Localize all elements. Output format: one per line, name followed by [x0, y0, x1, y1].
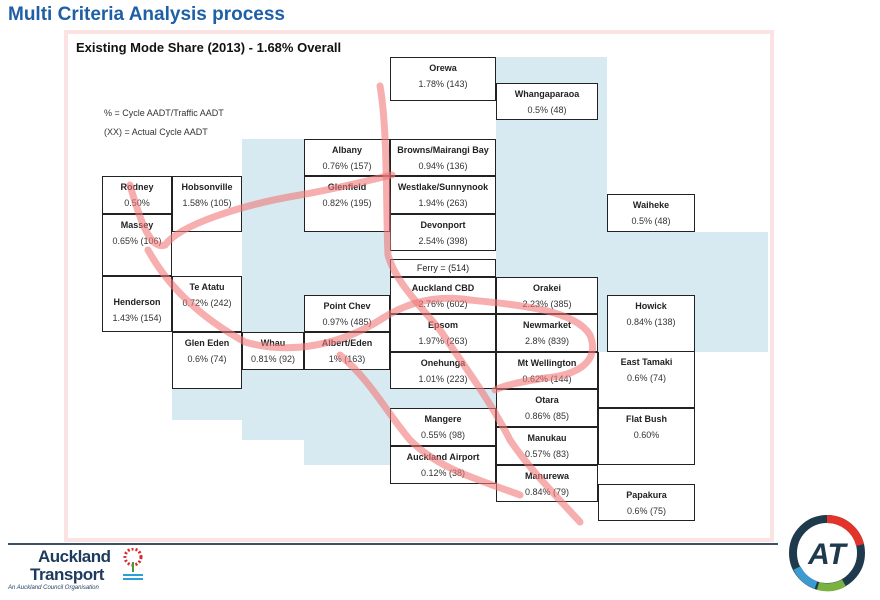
- area-ferry: Ferry = (514): [390, 259, 496, 277]
- sea-area: [304, 440, 390, 465]
- map-subtitle: Existing Mode Share (2013) - 1.68% Overa…: [76, 40, 342, 55]
- svg-text:AT: AT: [807, 538, 848, 571]
- footer-divider: [8, 543, 778, 545]
- slide-title: Multi Criteria Analysis process: [8, 4, 286, 25]
- legend-count: (XX) = Actual Cycle AADT: [104, 127, 208, 137]
- sea-area: [390, 389, 496, 408]
- sea-area: [242, 139, 304, 332]
- auckland-transport-logo: Auckland Transport An Auckland Council O…: [8, 548, 148, 593]
- legend-percent: % = Cycle AADT/Traffic AADT: [104, 108, 224, 118]
- brand-tagline: An Auckland Council Organisation: [8, 585, 99, 591]
- sea-area: [304, 232, 390, 295]
- slide-frame: [64, 30, 774, 542]
- brand-line2: Transport: [30, 565, 104, 584]
- sea-area: [242, 420, 390, 440]
- brand-line1: Auckland: [38, 547, 111, 566]
- pohutukawa-icon: [123, 548, 143, 580]
- at-logo-icon: AT: [789, 515, 865, 592]
